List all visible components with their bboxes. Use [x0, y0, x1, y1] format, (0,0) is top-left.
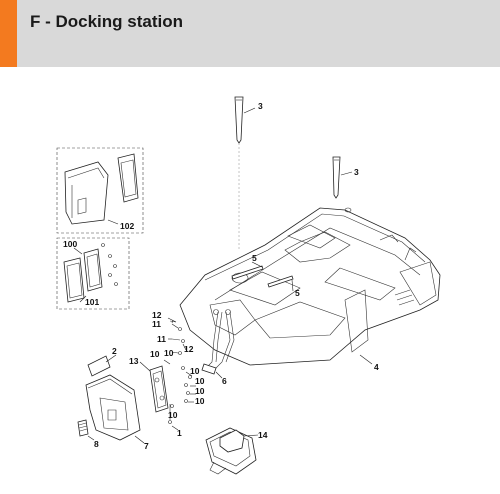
callout-12-upper: 12: [152, 310, 162, 320]
ground-peg-top: [234, 96, 256, 144]
callout-3-top: 3: [258, 101, 263, 111]
callout-3-right: 3: [354, 167, 359, 177]
foot-guide: [205, 427, 259, 475]
callout-4: 4: [374, 362, 379, 372]
callout-14: 14: [258, 430, 268, 440]
cable-loop: [201, 309, 235, 379]
group-box-100-101: [56, 237, 130, 310]
callout-7: 7: [144, 441, 149, 451]
callout-10-g: 10: [168, 410, 178, 420]
header-band: [0, 0, 500, 67]
callout-10-a: 10: [150, 349, 160, 359]
callout-11-upper: 11: [152, 319, 161, 329]
callout-11-lower: 11: [157, 334, 166, 344]
callout-5-lower: 5: [295, 288, 300, 298]
callout-8: 8: [94, 439, 99, 449]
group-box-102: [56, 147, 144, 234]
callout-10-d: 10: [195, 376, 205, 386]
callout-100: 100: [63, 239, 77, 249]
contact-pins: [231, 261, 294, 292]
front-cover: [85, 374, 145, 444]
mounting-plate: [139, 361, 169, 413]
docking-base: [179, 207, 441, 366]
callout-10-c: 10: [190, 366, 200, 376]
callout-102: 102: [120, 221, 134, 231]
callout-12-lower: 12: [184, 344, 194, 354]
callout-13: 13: [129, 356, 139, 366]
ground-peg-right: [332, 156, 353, 199]
parts-diagram: 3 3 102 100 101 5 5 4 6 12 11 11 12 10 1…: [56, 96, 441, 475]
callout-10-f: 10: [195, 396, 205, 406]
callout-6: 6: [222, 376, 227, 386]
callout-5-upper: 5: [252, 253, 257, 263]
page-title: F - Docking station: [30, 12, 183, 31]
label-sticker: [77, 419, 95, 441]
callout-10-b: 10: [164, 348, 174, 358]
brand-emblem: [87, 354, 117, 377]
screws-and-nuts: [163, 317, 196, 431]
section-accent-bar: [0, 0, 17, 67]
callout-1: 1: [177, 428, 182, 438]
callout-2: 2: [112, 346, 117, 356]
callout-101: 101: [85, 297, 99, 307]
callout-10-e: 10: [195, 386, 205, 396]
